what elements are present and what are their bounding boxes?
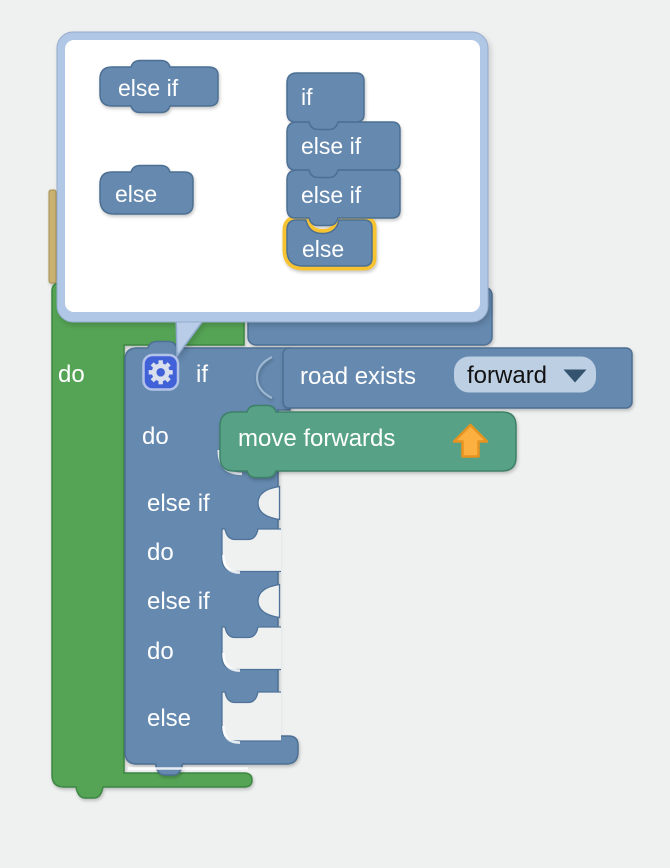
flyout-elseif-label: else if bbox=[118, 75, 179, 101]
elseif-label-2: else if bbox=[147, 588, 210, 615]
else-label: else bbox=[147, 705, 192, 732]
stack-else-label: else bbox=[302, 236, 345, 262]
do-label-2: do bbox=[147, 539, 174, 566]
arrow-up-icon bbox=[452, 423, 489, 458]
flyout-block-else[interactable] bbox=[99, 164, 194, 215]
stack-block-if[interactable] bbox=[286, 72, 365, 131]
if-block-input-cutouts bbox=[128, 449, 281, 770]
stack-block-else[interactable] bbox=[286, 219, 373, 267]
move-forwards-block[interactable] bbox=[219, 404, 517, 479]
repeat-do-label: do bbox=[58, 361, 85, 388]
if-label: if bbox=[196, 361, 208, 388]
value-connector-seam bbox=[255, 356, 273, 399]
stack-if-label: if bbox=[301, 84, 313, 110]
do-label-3: do bbox=[147, 638, 174, 665]
partial-tan-block[interactable] bbox=[48, 189, 57, 284]
value-input-socket bbox=[257, 583, 281, 619]
do-label-1: do bbox=[142, 423, 169, 450]
dropdown-arrow-icon bbox=[563, 369, 587, 383]
stack-block-elseif-1[interactable] bbox=[286, 121, 401, 179]
statement-input-cutout bbox=[222, 692, 281, 741]
value-input-socket bbox=[257, 485, 281, 521]
flyout-block-elseif[interactable] bbox=[99, 59, 219, 114]
road-exists-label: road exists bbox=[300, 363, 417, 390]
stack-elseif-1-label: else if bbox=[301, 133, 362, 159]
move-forwards-label: move forwards bbox=[238, 425, 396, 452]
direction-dropdown[interactable] bbox=[454, 356, 596, 393]
gear-icon[interactable] bbox=[142, 353, 180, 391]
elseif-label-1: else if bbox=[147, 490, 210, 517]
flyout-else-label: else bbox=[115, 181, 158, 207]
dropdown-value[interactable]: forward bbox=[467, 362, 548, 389]
stack-elseif-2-label: else if bbox=[301, 182, 362, 208]
